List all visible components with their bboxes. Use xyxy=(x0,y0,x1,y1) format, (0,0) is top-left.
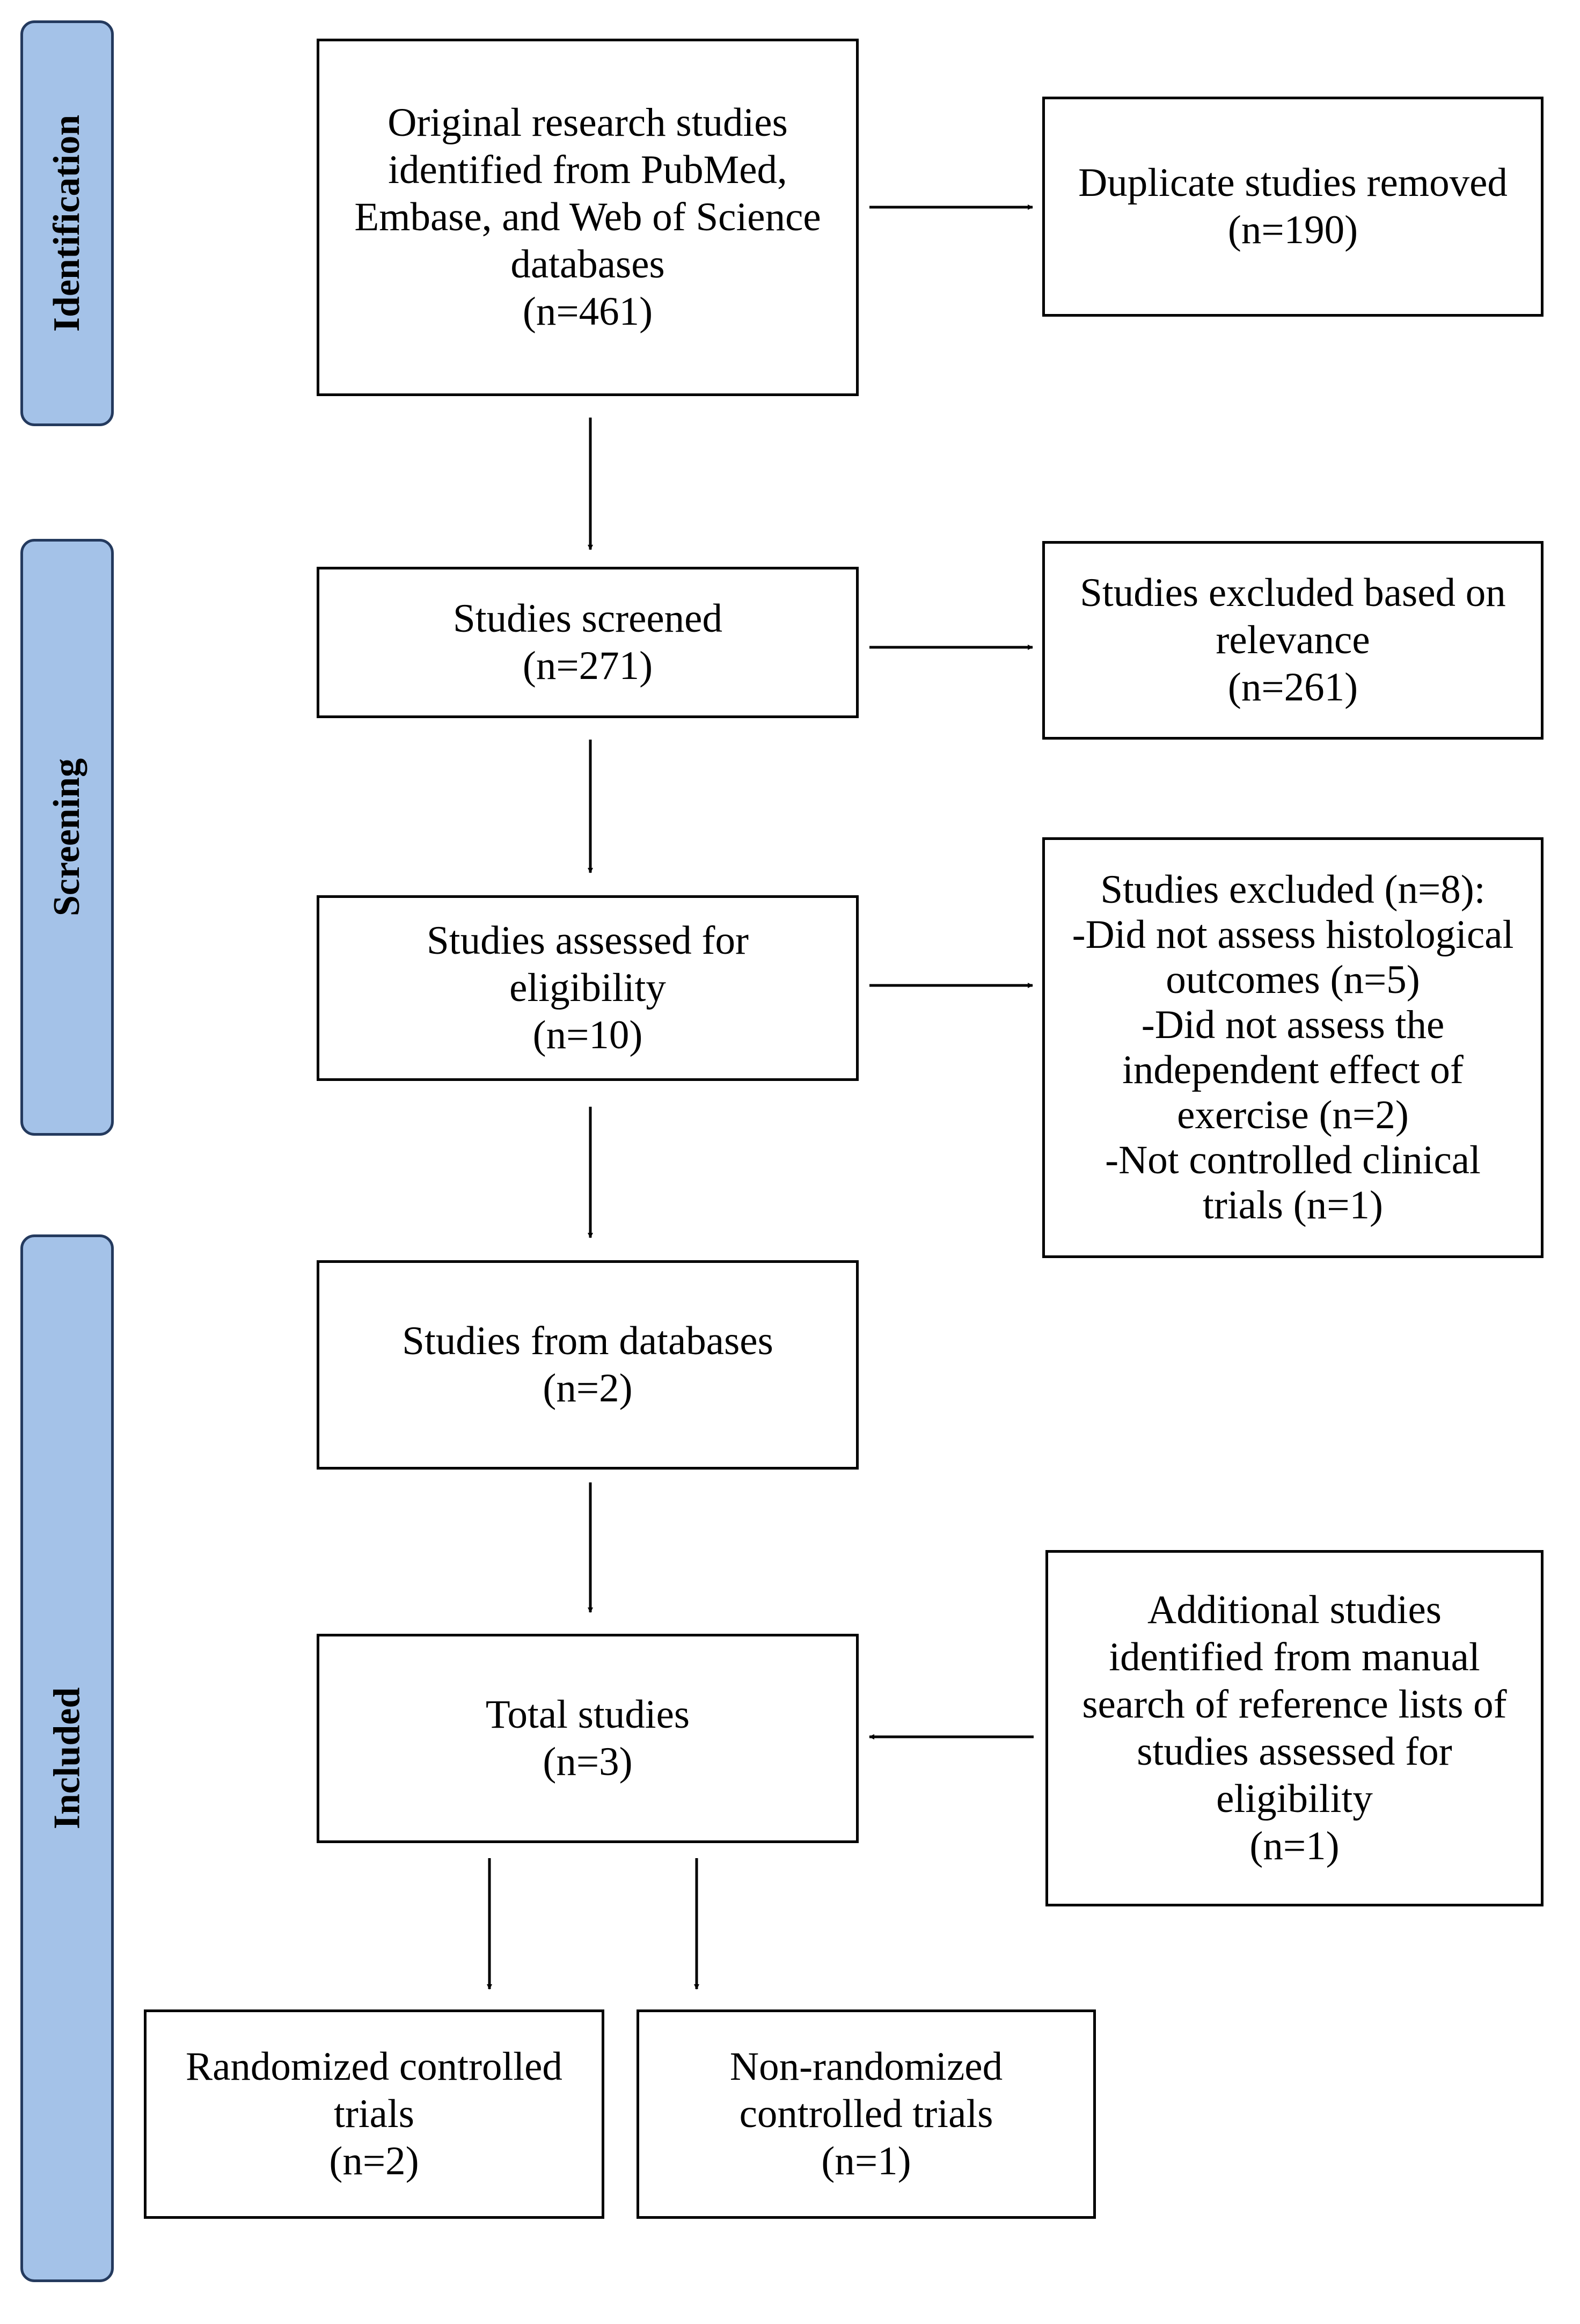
box-line: (n=461) xyxy=(522,289,653,334)
box-line: eligibility xyxy=(1216,1777,1373,1821)
box-non-randomized-trials: Non-randomized controlled trials (n=1) xyxy=(637,2009,1096,2219)
box-line: relevance xyxy=(1216,618,1370,662)
box-line: independent effect of xyxy=(1122,1048,1464,1092)
box-line: identified from PubMed, xyxy=(388,148,787,192)
box-line: (n=271) xyxy=(522,644,653,688)
box-randomized-controlled-trials: Randomized controlled trials (n=2) xyxy=(144,2009,604,2219)
box-line: -Did not assess histological xyxy=(1072,912,1514,957)
box-line: Embase, and Web of Science xyxy=(354,195,821,239)
box-line: Non-randomized xyxy=(729,2044,1003,2089)
box-line: -Not controlled clinical xyxy=(1105,1138,1481,1182)
box-line: (n=2) xyxy=(329,2139,419,2183)
box-line: trials (n=1) xyxy=(1203,1183,1383,1227)
phase-screening: Screening xyxy=(20,539,114,1136)
box-line: Studies from databases xyxy=(402,1319,773,1363)
box-total-studies: Total studies (n=3) xyxy=(317,1634,859,1843)
box-line: exercise (n=2) xyxy=(1177,1093,1409,1137)
box-line: Studies excluded based on xyxy=(1080,571,1506,615)
box-line: (n=1) xyxy=(821,2139,911,2183)
box-line: controlled trials xyxy=(739,2092,993,2136)
box-line: (n=190) xyxy=(1227,208,1358,252)
box-line: Studies assessed for xyxy=(427,918,749,963)
box-line: outcomes (n=5) xyxy=(1166,958,1420,1002)
box-line: (n=10) xyxy=(532,1013,643,1057)
box-line: identified from manual xyxy=(1109,1635,1480,1679)
box-line: Studies excluded (n=8): xyxy=(1100,867,1486,912)
box-line: Randomized controlled xyxy=(186,2044,562,2089)
box-line: (n=261) xyxy=(1227,665,1358,710)
phase-identification: Identification xyxy=(20,20,114,426)
box-line: -Did not assess the xyxy=(1141,1003,1445,1047)
box-excluded-eligibility: Studies excluded (n=8): -Did not assess … xyxy=(1042,837,1544,1258)
box-assessed-eligibility: Studies assessed for eligibility (n=10) xyxy=(317,895,859,1081)
box-line: eligibility xyxy=(509,966,666,1010)
box-line: trials xyxy=(334,2092,414,2136)
box-line: databases xyxy=(510,242,665,287)
box-line: Duplicate studies removed xyxy=(1078,160,1508,205)
box-studies-screened: Studies screened (n=271) xyxy=(317,567,859,718)
box-studies-from-databases: Studies from databases (n=2) xyxy=(317,1260,859,1470)
box-line: Total studies xyxy=(485,1692,690,1737)
box-excluded-relevance: Studies excluded based on relevance (n=2… xyxy=(1042,541,1544,740)
box-additional-studies: Additional studies identified from manua… xyxy=(1045,1550,1544,1906)
box-line: Additional studies xyxy=(1147,1588,1442,1632)
box-line: Original research studies xyxy=(387,100,788,145)
phase-included: Included xyxy=(20,1234,114,2282)
box-line: (n=3) xyxy=(543,1740,633,1784)
box-line: (n=1) xyxy=(1249,1824,1340,1868)
box-duplicates-removed: Duplicate studies removed (n=190) xyxy=(1042,97,1544,317)
box-identified-records: Original research studies identified fro… xyxy=(317,39,859,396)
box-line: (n=2) xyxy=(543,1366,633,1411)
box-line: Studies screened xyxy=(453,596,722,641)
box-line: search of reference lists of xyxy=(1082,1682,1507,1727)
box-line: studies assessed for xyxy=(1137,1729,1452,1774)
